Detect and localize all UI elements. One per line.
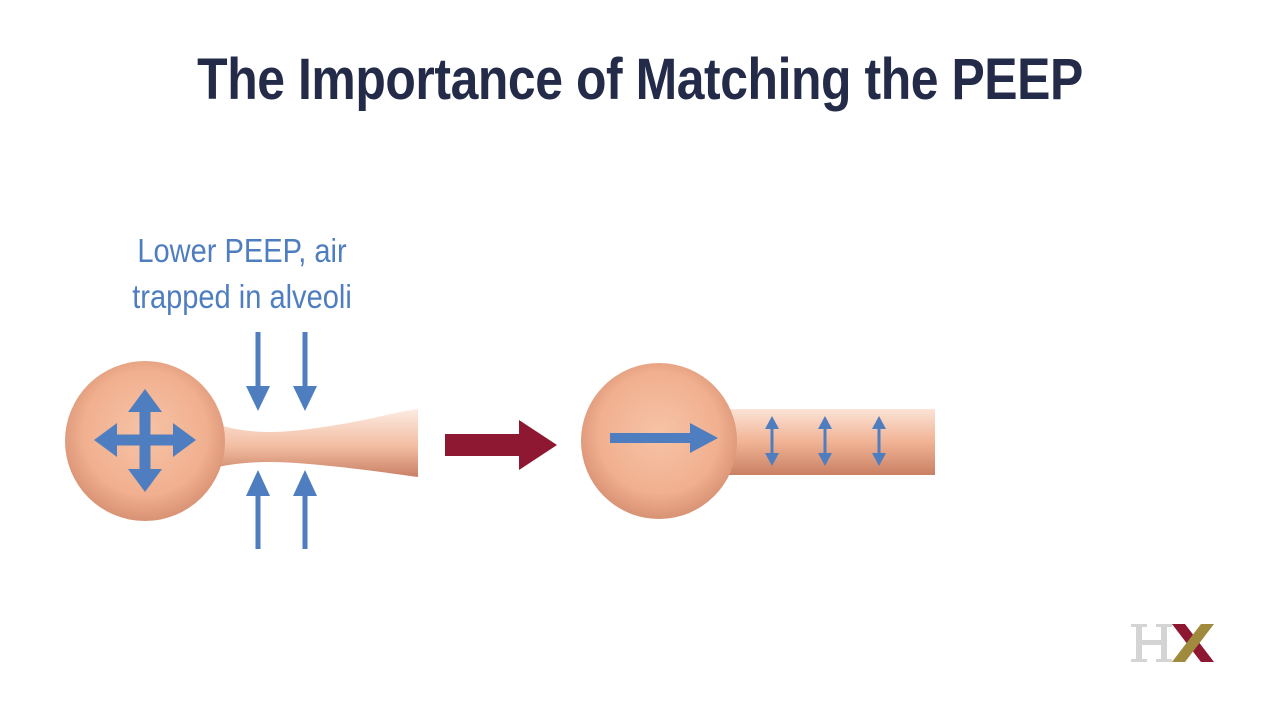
up-pressure-arrows xyxy=(246,470,317,549)
caption-line-2: trapped in alveoli xyxy=(132,278,352,315)
outflow-arrow-icon xyxy=(610,423,718,453)
hx-logo-icon xyxy=(1131,624,1214,662)
logo-letter-x xyxy=(1172,624,1214,662)
caption-line-1: Lower PEEP, air xyxy=(137,232,347,269)
down-pressure-arrows xyxy=(246,332,317,411)
narrowed-airway xyxy=(205,409,418,477)
four-way-arrow-icon xyxy=(94,389,196,492)
logo-letter-h xyxy=(1131,624,1172,662)
open-airway xyxy=(700,409,935,475)
diagram-caption: Lower PEEP, air trapped in alveoli xyxy=(108,228,376,320)
slide-title: The Importance of Matching the PEEP xyxy=(197,47,1083,112)
transition-arrow-icon xyxy=(445,420,557,470)
airway-double-arrow-icons xyxy=(765,416,886,466)
